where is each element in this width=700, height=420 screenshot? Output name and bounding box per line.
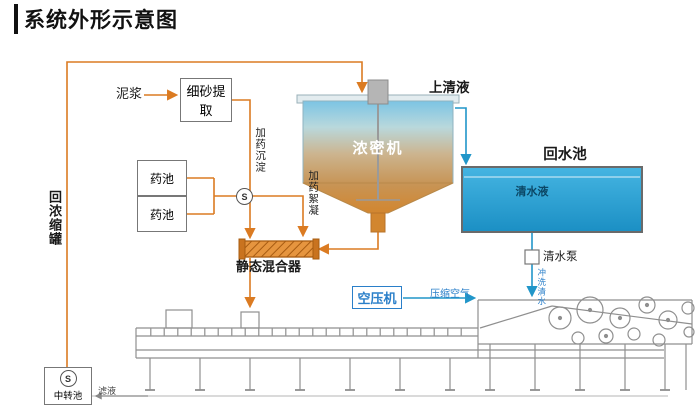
- clear-water-pump-label: 清水泵: [543, 251, 578, 263]
- transfer-pool-label: 中转池: [53, 391, 83, 402]
- thickener-motor: [367, 79, 389, 105]
- dosing-flocculation-label: 加药絮凝: [307, 170, 320, 216]
- belt-filter-press: [92, 296, 695, 397]
- return-pool-label: 回水池: [543, 147, 587, 163]
- chem-pool-box-top: 药池: [137, 160, 187, 196]
- thickener-label: 浓密机: [352, 140, 404, 157]
- chem-pool-box-bottom: 药池: [137, 196, 187, 232]
- pump-glyph: S: [64, 373, 71, 384]
- filtrate-label: 滤液: [98, 386, 117, 396]
- orange-flow-lines: [66, 61, 379, 367]
- transfer-pool-box: S 中转池: [44, 367, 92, 405]
- press-hopper: [165, 309, 193, 329]
- clear-water-pump-shape: [524, 249, 540, 265]
- dosing-pump-icon: S: [236, 188, 253, 205]
- return-concentrator-label: 回浓缩罐: [46, 190, 62, 246]
- static-mixer-label: 静态混合器: [236, 259, 302, 274]
- mud-label: 泥浆: [116, 86, 143, 101]
- return-water-pool: [461, 166, 643, 233]
- transfer-pump-icon: S: [59, 370, 77, 387]
- press-legs: [145, 344, 687, 391]
- supernatant-label: 上清液: [429, 80, 470, 95]
- thickener-tank: [296, 79, 460, 233]
- dosing-sedimentation-label: 加药沉淀: [254, 127, 267, 173]
- sand-extraction-box: 细砂提取: [180, 78, 232, 122]
- clear-water-label: 清水液: [515, 186, 549, 198]
- flush-water-label: 冲洗清水: [536, 268, 547, 306]
- static-mixer-shape: [238, 238, 320, 260]
- pump-glyph: S: [241, 191, 248, 202]
- press-rollers: [548, 296, 695, 347]
- air-compressor-box: 空压机: [352, 286, 402, 309]
- page-title: 系统外形示意图: [14, 4, 178, 34]
- compressed-air-label: 压缩空气: [430, 289, 470, 300]
- press-feed-box: [240, 311, 260, 329]
